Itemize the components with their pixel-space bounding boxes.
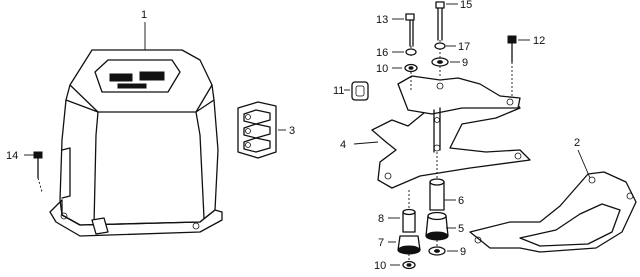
- callout-10-top: 10: [376, 63, 388, 75]
- callout-8: 8: [378, 213, 384, 225]
- bracket-part-4: [371, 75, 531, 189]
- mount-part-7: [397, 235, 421, 260]
- washer-part-16: [405, 48, 417, 56]
- mount-part-5: [425, 211, 449, 246]
- callout-1: 1: [141, 9, 147, 21]
- washer-part-17: [434, 42, 446, 50]
- callout-12: 12: [533, 35, 545, 47]
- clip-part-3: [237, 101, 277, 159]
- callout-9-top: 9: [462, 57, 468, 69]
- washer-part-9-bottom: [428, 246, 446, 256]
- callout-11: 11: [333, 85, 344, 97]
- bolt-part-14: [33, 151, 43, 193]
- washer-part-9-top: [431, 57, 449, 78]
- plate-part-2: [469, 171, 637, 253]
- callout-10-bottom: 10: [374, 260, 386, 272]
- callout-16: 16: [376, 47, 388, 59]
- bolt-part-12: [507, 35, 517, 98]
- callout-6: 6: [458, 195, 464, 207]
- callout-17: 17: [458, 41, 470, 53]
- callout-9-bottom: 9: [460, 246, 466, 258]
- collar-part-8: [402, 190, 416, 233]
- callout-13: 13: [376, 14, 388, 26]
- callout-14: 14: [6, 150, 18, 162]
- callout-15: 15: [460, 0, 472, 11]
- callout-3: 3: [289, 125, 295, 137]
- washer-part-10-top: [404, 63, 418, 92]
- callout-7: 7: [378, 237, 384, 249]
- callout-5: 5: [458, 223, 464, 235]
- washer-part-10-bottom: [402, 260, 416, 270]
- collar-part-6: [429, 152, 445, 211]
- grommet-part-11: [351, 81, 369, 101]
- cover-part-1: [49, 49, 223, 237]
- callout-4: 4: [340, 139, 346, 151]
- callout-2: 2: [574, 137, 580, 149]
- leader-lines: [24, 3, 591, 266]
